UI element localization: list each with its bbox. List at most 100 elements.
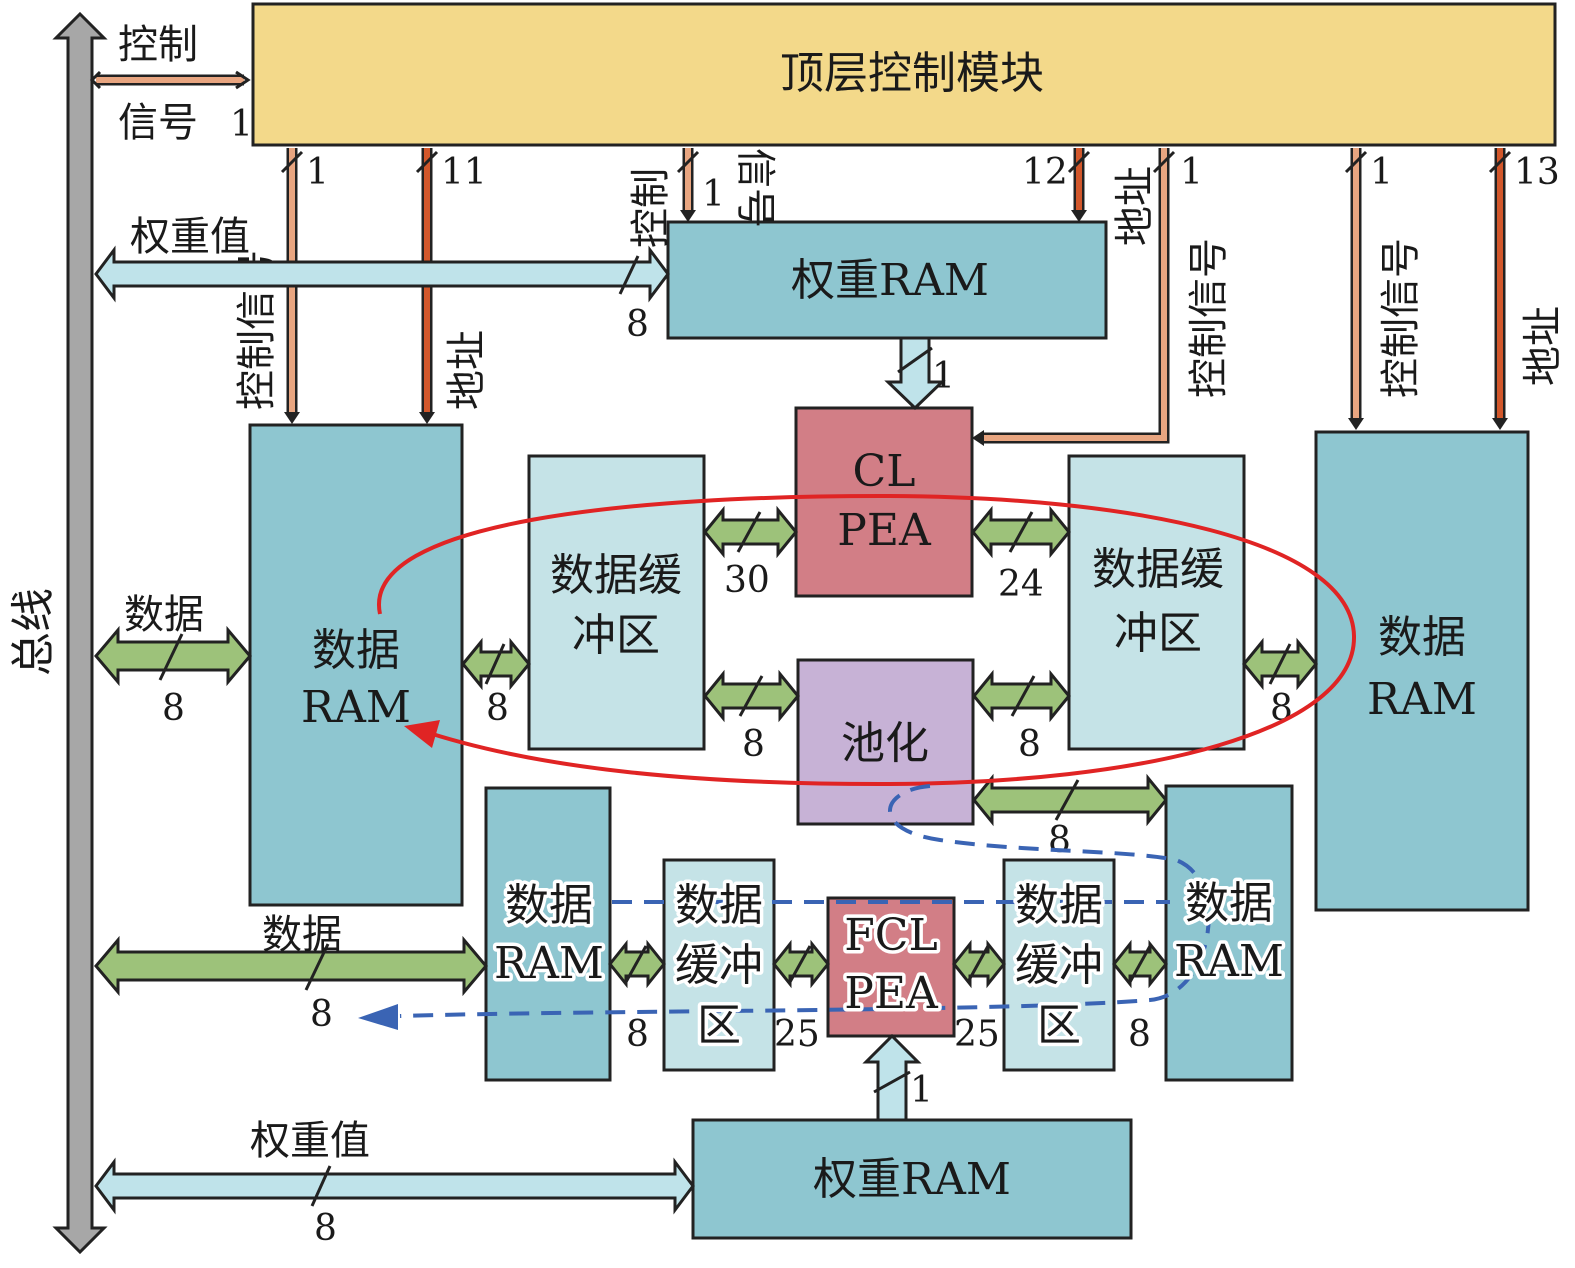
buffer-bl-label-2: 缓冲 bbox=[675, 940, 763, 991]
data-arrow-cl-buffer bbox=[971, 505, 1071, 559]
data-bottom-width: 8 bbox=[310, 994, 333, 1035]
weight-ram-top-label: 权重RAM bbox=[791, 255, 989, 306]
weight-value-top-width: 8 bbox=[626, 304, 649, 345]
ctrl-signal-label-2: 信号 bbox=[118, 100, 198, 146]
buffer-br-label-3: 区 bbox=[1037, 1000, 1081, 1051]
fcl-pea-label: FCL bbox=[844, 910, 937, 961]
fc-flow-loop bbox=[399, 784, 1211, 1018]
ctrl-line-wram bbox=[676, 148, 700, 222]
buffer-left bbox=[527, 454, 706, 751]
top-control-module bbox=[251, 2, 1557, 147]
data-ram-left-label: 数据 bbox=[312, 625, 400, 676]
addr-left-width: 11 bbox=[441, 152, 487, 193]
data-ram-bl-label: 数据 bbox=[505, 880, 593, 931]
pooling-block bbox=[796, 658, 975, 826]
ctrl-cl-label: 控制信号 bbox=[1186, 238, 1232, 398]
data-arrow-ram-buffer-bl bbox=[608, 939, 666, 989]
data-ram-right-label-2: RAM bbox=[1367, 674, 1477, 725]
data-arrow-bus-ram-left bbox=[94, 625, 252, 687]
ctrl-wram-width: 1 bbox=[702, 174, 725, 215]
data-arrow-buffer-cl bbox=[703, 505, 798, 559]
data-left-label: 数据 bbox=[124, 592, 204, 638]
data-arrow-buffer-ram-right bbox=[1242, 637, 1318, 691]
buffer-bottom-right bbox=[1002, 858, 1116, 1072]
w-buf-fcl: 25 bbox=[774, 1014, 820, 1055]
w-ram-buf-left: 8 bbox=[486, 688, 509, 729]
w-buf-pool: 8 bbox=[742, 724, 765, 765]
bus-top-control-signal bbox=[89, 70, 251, 90]
w-ram-buf-bl: 8 bbox=[626, 1014, 649, 1055]
w-pool-ram: 8 bbox=[1048, 820, 1071, 861]
data-ram-left bbox=[248, 423, 464, 907]
cl-pea-label-2: PEA bbox=[837, 505, 932, 556]
data-arrow-pool-ram bbox=[972, 773, 1168, 827]
ctrl-wram-label-2: 信号 bbox=[732, 148, 778, 228]
addr-wram-label: 地址 bbox=[1112, 166, 1158, 246]
ctrl-signal-label-1: 控制 bbox=[118, 22, 198, 68]
weight-value-bottom-label: 权重值 bbox=[250, 1118, 370, 1164]
buffer-br-label-2: 缓冲 bbox=[1015, 940, 1103, 991]
weight-value-bottom-width: 8 bbox=[314, 1208, 337, 1249]
addr-wram-width: 12 bbox=[1022, 152, 1068, 193]
ctrl-line-right bbox=[1344, 148, 1368, 430]
data-ram-right bbox=[1314, 430, 1530, 912]
data-arrow-buffer-pool bbox=[703, 669, 800, 723]
fcl-pea-label-2: PEA bbox=[844, 968, 939, 1019]
buffer-left-label: 数据缓 bbox=[550, 550, 682, 601]
addr-line-right bbox=[1488, 148, 1512, 430]
w-pool-buf: 8 bbox=[1018, 724, 1041, 765]
data-arrow-bus-ram-bottom bbox=[94, 935, 488, 997]
data-ram-bottom-right bbox=[1164, 784, 1294, 1082]
data-ram-br-label: 数据 bbox=[1185, 878, 1273, 929]
weight-ram-bottom bbox=[691, 1118, 1133, 1240]
data-left-width: 8 bbox=[162, 688, 185, 729]
buffer-bl-label-3: 区 bbox=[697, 1000, 741, 1051]
buffer-bottom-left bbox=[662, 858, 776, 1072]
data-arrow-buffer-fcl bbox=[772, 939, 830, 989]
buffer-bl-label: 数据 bbox=[675, 880, 763, 931]
data-ram-br-label-2: RAM bbox=[1174, 936, 1284, 987]
fcl-pea bbox=[826, 896, 956, 1038]
weight-ram-top bbox=[666, 220, 1108, 340]
weight-ram-to-fcl-width: 1 bbox=[910, 1070, 933, 1111]
cl-pea-label: CL bbox=[853, 446, 916, 497]
fc-flow-arrowhead bbox=[358, 1004, 398, 1030]
weight-ram-to-cl-arrow bbox=[884, 336, 946, 411]
data-ram-bottom-left bbox=[484, 786, 612, 1082]
data-arrow-fcl-buffer bbox=[952, 939, 1006, 989]
weight-ram-to-cl-width: 1 bbox=[932, 356, 955, 397]
data-ram-left-label-2: RAM bbox=[301, 682, 411, 733]
buffer-br-label: 数据 bbox=[1015, 880, 1103, 931]
w-buf-cl: 30 bbox=[724, 560, 770, 601]
weight-value-top-label: 权重值 bbox=[130, 214, 250, 260]
cl-pea bbox=[794, 406, 974, 598]
buffer-right-label: 数据缓 bbox=[1092, 544, 1224, 595]
data-ram-bl-label-2: RAM bbox=[494, 938, 604, 989]
ctrl-right-width: 1 bbox=[1370, 152, 1393, 193]
data-arrow-ram-buffer-left bbox=[461, 637, 531, 691]
conv-flow-loop bbox=[377, 493, 1357, 787]
addr-left-label: 地址 bbox=[444, 330, 490, 410]
buffer-left-label-2: 冲区 bbox=[572, 610, 660, 661]
weight-ram-to-fcl-arrow bbox=[862, 1033, 922, 1122]
w-buf-ram-br: 8 bbox=[1128, 1014, 1151, 1055]
ctrl-wram-label-1: 控制 bbox=[628, 168, 674, 248]
data-arrow-buffer-ram-br bbox=[1112, 939, 1168, 989]
conv-flow-arrowhead bbox=[404, 720, 440, 748]
weight-arrow-bottom bbox=[94, 1157, 695, 1215]
ctrl-left-width: 1 bbox=[306, 152, 329, 193]
top-control-module-label: 顶层控制模块 bbox=[780, 48, 1044, 99]
ctrl-right-label: 控制信号 bbox=[1378, 238, 1424, 398]
bus-label: 总线 bbox=[8, 588, 59, 676]
bus-bar bbox=[52, 11, 108, 1255]
data-ram-right-label: 数据 bbox=[1378, 612, 1466, 663]
buffer-right bbox=[1067, 454, 1246, 751]
pooling-label: 池化 bbox=[841, 718, 929, 769]
data-bottom-label: 数据 bbox=[262, 912, 342, 958]
addr-line-wram bbox=[1067, 148, 1091, 222]
weight-arrow-top bbox=[94, 245, 670, 303]
ctrl-line-cl bbox=[972, 148, 1176, 446]
ctrl-signal-width: 1 bbox=[230, 104, 253, 145]
w-cl-buf: 24 bbox=[998, 564, 1044, 605]
